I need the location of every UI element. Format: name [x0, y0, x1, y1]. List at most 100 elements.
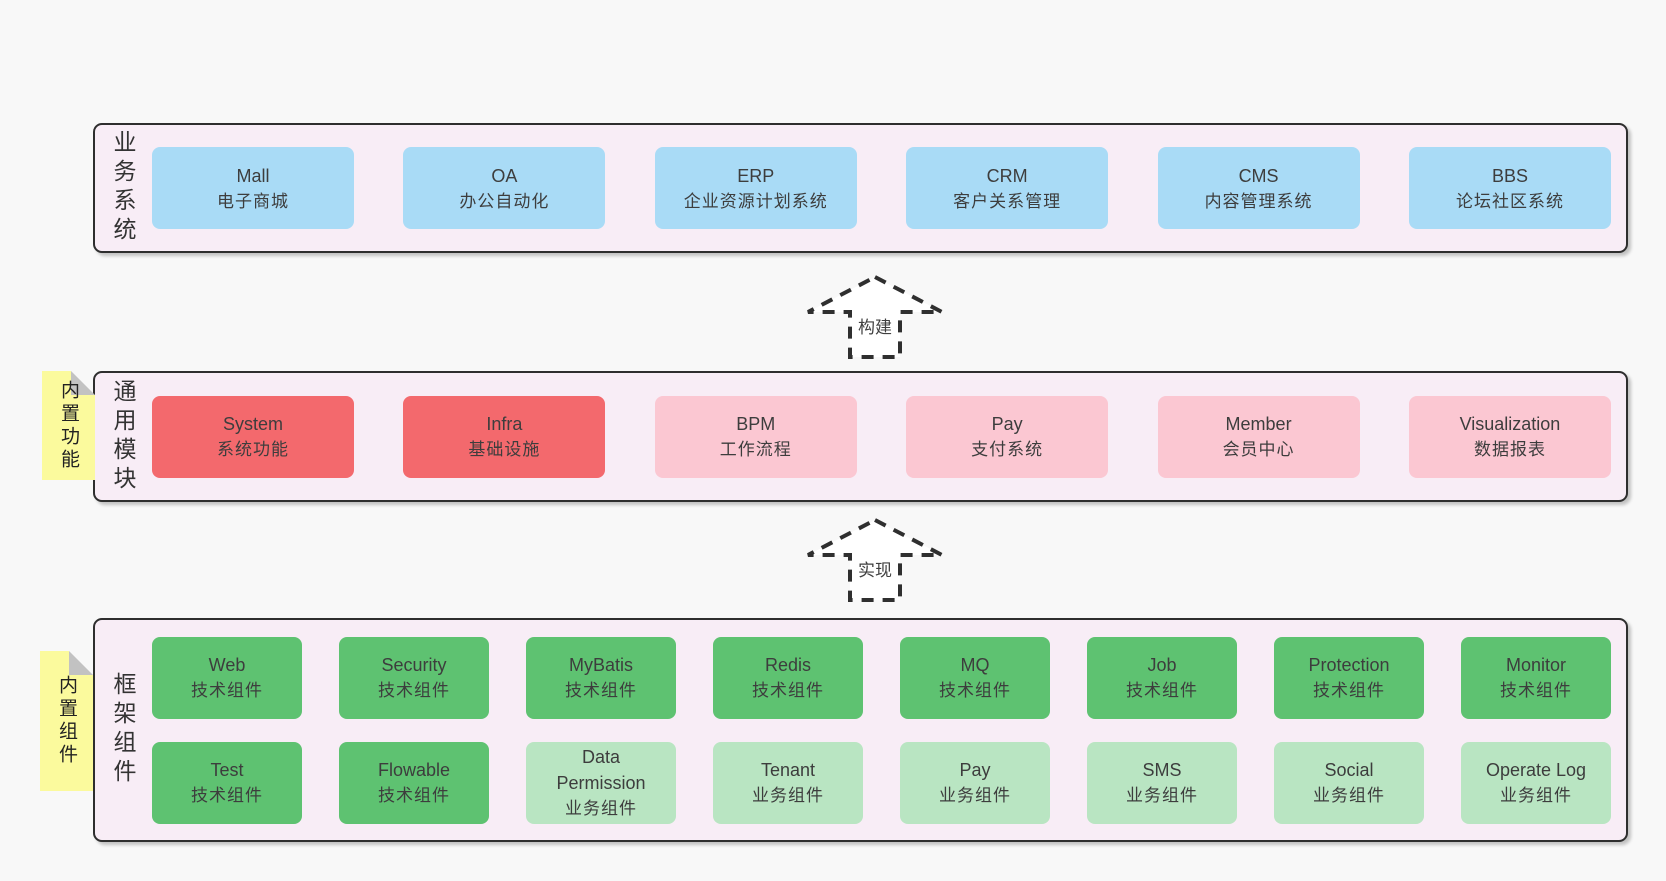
- module-title: Security: [381, 655, 447, 675]
- module-subtitle: 办公自动化: [459, 191, 550, 211]
- module-subtitle: 业务组件: [1126, 786, 1198, 805]
- module-title: OA: [491, 165, 518, 186]
- module-title: Data Permission: [556, 747, 646, 793]
- box-security: Security 技术组件: [339, 636, 489, 719]
- box-system: System 系统功能: [152, 395, 354, 478]
- sticky-note-common-modules: 内置功能: [42, 371, 95, 480]
- module-title: Job: [1147, 655, 1177, 675]
- module-title: CMS: [1238, 165, 1279, 186]
- module-title: Tenant: [760, 760, 816, 780]
- module-subtitle: 技术组件: [565, 681, 637, 700]
- box-row: System 系统功能 Infra 基础设施 BPM 工作流程 Pay 支付系统…: [152, 395, 1611, 478]
- module-subtitle: 技术组件: [939, 681, 1011, 700]
- box-data-permission: Data Permission 业务组件: [526, 741, 676, 824]
- sticky-note-label: 内置组件: [56, 675, 77, 767]
- module-title: Mall: [236, 165, 270, 186]
- box-pay: Pay 业务组件: [900, 741, 1050, 824]
- box-crm: CRM 客户关系管理: [906, 147, 1109, 229]
- box-row: Test 技术组件 Flowable 技术组件 Data Permission …: [152, 741, 1611, 824]
- module-title: ERP: [737, 165, 775, 186]
- build-arrow: 构建: [805, 274, 945, 359]
- module-title: BPM: [736, 414, 776, 434]
- folded-corner-icon: [69, 651, 93, 675]
- implement-arrow: 实现: [805, 517, 945, 602]
- module-subtitle: 支付系统: [971, 440, 1044, 459]
- module-title: Protection: [1308, 655, 1390, 675]
- box-redis: Redis 技术组件: [713, 636, 863, 719]
- band-label-common-modules: 通用模块: [110, 378, 136, 495]
- module-subtitle: 内容管理系统: [1204, 191, 1313, 211]
- module-title: MyBatis: [568, 655, 633, 675]
- module-title: Visualization: [1459, 414, 1561, 434]
- box-bpm: BPM 工作流程: [654, 395, 857, 478]
- module-title: Test: [210, 760, 244, 780]
- module-subtitle: 技术组件: [191, 786, 263, 805]
- module-title: Flowable: [377, 760, 451, 780]
- module-subtitle: 论坛社区系统: [1455, 191, 1564, 211]
- band-rows: Mall 电子商城 OA 办公自动化 ERP 企业资源计划系统 CRM 客户关系…: [152, 125, 1611, 251]
- module-title: System: [222, 414, 283, 434]
- module-subtitle: 技术组件: [378, 681, 450, 700]
- band-label-business-systems: 业务系统: [110, 130, 136, 246]
- sticky-note-framework-components: 内置组件: [40, 651, 93, 791]
- sticky-note-label: 内置功能: [58, 379, 79, 472]
- module-subtitle: 技术组件: [378, 786, 450, 805]
- module-subtitle: 客户关系管理: [953, 191, 1062, 211]
- build-arrow-label: 构建: [855, 313, 895, 338]
- box-flowable: Flowable 技术组件: [339, 741, 489, 824]
- module-title: Operate Log: [1485, 760, 1587, 780]
- band-rows: Web 技术组件 Security 技术组件 MyBatis 技术组件 Redi…: [152, 620, 1611, 840]
- box-web: Web 技术组件: [152, 636, 302, 719]
- band-rows: System 系统功能 Infra 基础设施 BPM 工作流程 Pay 支付系统…: [152, 373, 1611, 500]
- module-subtitle: 业务组件: [939, 786, 1011, 805]
- module-title: Social: [1324, 760, 1374, 780]
- box-mybatis: MyBatis 技术组件: [526, 636, 676, 719]
- module-subtitle: 技术组件: [1500, 681, 1572, 700]
- module-subtitle: 业务组件: [565, 799, 637, 818]
- module-title: Infra: [486, 414, 523, 434]
- box-row: Web 技术组件 Security 技术组件 MyBatis 技术组件 Redi…: [152, 636, 1611, 719]
- box-monitor: Monitor 技术组件: [1461, 636, 1611, 719]
- box-visualization: Visualization 数据报表: [1408, 395, 1611, 478]
- box-cms: CMS 内容管理系统: [1157, 147, 1360, 229]
- box-infra: Infra 基础设施: [403, 395, 606, 478]
- module-title: Pay: [959, 760, 991, 780]
- box-erp: ERP 企业资源计划系统: [654, 147, 857, 229]
- module-subtitle: 系统功能: [217, 440, 289, 459]
- module-subtitle: 技术组件: [752, 681, 824, 700]
- module-title: CRM: [986, 165, 1028, 186]
- module-subtitle: 技术组件: [1313, 681, 1385, 700]
- module-title: Member: [1225, 414, 1292, 434]
- module-subtitle: 数据报表: [1473, 440, 1546, 459]
- module-subtitle: 技术组件: [191, 681, 263, 700]
- box-pay: Pay 支付系统: [906, 395, 1109, 478]
- box-protection: Protection 技术组件: [1274, 636, 1424, 719]
- module-subtitle: 电子商城: [217, 191, 289, 211]
- box-social: Social 业务组件: [1274, 741, 1424, 824]
- module-title: BBS: [1491, 165, 1528, 186]
- module-subtitle: 业务组件: [752, 786, 824, 805]
- band-business-systems: 业务系统 Mall 电子商城 OA 办公自动化 ERP 企业资源计划系统 CRM…: [93, 123, 1628, 253]
- box-member: Member 会员中心: [1157, 395, 1360, 478]
- band-common-modules: 内置功能 通用模块 System 系统功能 Infra 基础设施 BPM 工作流…: [93, 371, 1628, 502]
- module-title: Monitor: [1505, 655, 1567, 675]
- box-operate-log: Operate Log 业务组件: [1461, 741, 1611, 824]
- module-title: MQ: [960, 655, 990, 675]
- box-row: Mall 电子商城 OA 办公自动化 ERP 企业资源计划系统 CRM 客户关系…: [152, 147, 1611, 229]
- module-subtitle: 技术组件: [1126, 681, 1198, 700]
- module-subtitle: 工作流程: [719, 440, 792, 459]
- band-label-framework-components: 框架组件: [110, 672, 136, 788]
- implement-arrow-label: 实现: [855, 556, 895, 581]
- box-oa: OA 办公自动化: [403, 147, 606, 229]
- box-mall: Mall 电子商城: [152, 147, 354, 229]
- module-title: SMS: [1142, 760, 1182, 780]
- box-tenant: Tenant 业务组件: [713, 741, 863, 824]
- band-framework-components: 内置组件 框架组件 Web 技术组件 Security 技术组件 MyBatis…: [93, 618, 1628, 842]
- module-title: Pay: [991, 414, 1023, 434]
- box-sms: SMS 业务组件: [1087, 741, 1237, 824]
- box-test: Test 技术组件: [152, 741, 302, 824]
- module-subtitle: 基础设施: [468, 440, 541, 459]
- module-subtitle: 业务组件: [1313, 786, 1385, 805]
- box-mq: MQ 技术组件: [900, 636, 1050, 719]
